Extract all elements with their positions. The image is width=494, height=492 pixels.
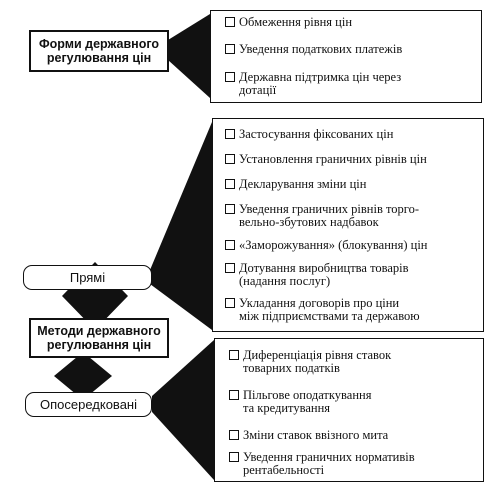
checkbox-icon [225,204,235,214]
checkbox-icon [229,350,239,360]
direct-label-box: Прямі [23,265,152,290]
indirect-connector [152,340,214,480]
diamond-lower [54,352,112,400]
checkbox-icon [225,17,235,27]
checkbox-icon [229,430,239,440]
list-item: Уведення податкових платежів [225,43,475,56]
list-item: Зміни ставок ввізного мита [229,429,479,442]
methods-title: Методи державного регулювання цін [37,324,161,352]
list-item: Дотування виробництва товарів (надання п… [225,262,480,288]
list-item: Застосування фіксованих цін [225,128,480,141]
forms-title-box: Форми державного регулювання цін [29,30,169,72]
forms-connector [168,14,210,98]
list-item: Обмеження рівня цін [225,16,475,29]
list-item: Уведення граничних рівнів торго- вельно-… [225,203,480,229]
direct-list-box: Застосування фіксованих цін Установлення… [212,118,484,332]
checkbox-icon [225,263,235,273]
checkbox-icon [225,240,235,250]
checkbox-icon [229,452,239,462]
list-item: «Заморожування» (блокування) цін [225,239,480,252]
direct-label: Прямі [69,269,106,285]
list-item: Установлення граничних рівнів цін [225,153,480,166]
checkbox-icon [225,72,235,82]
methods-title-box: Методи державного регулювання цін [29,318,169,358]
checkbox-icon [225,44,235,54]
list-item: Уведення граничних нормативів рентабельн… [229,451,479,477]
indirect-list-box: Диференціація рівня ставок товарних пода… [214,338,484,482]
indirect-label: Опосередковані [40,396,137,412]
list-item: Укладання договорів про ціни між підприє… [225,297,480,323]
checkbox-icon [225,298,235,308]
list-item: Декларування зміни цін [225,178,480,191]
direct-connector [150,122,212,330]
list-item: Державна підтримка цін через дотації [225,71,475,97]
checkbox-icon [225,179,235,189]
indirect-label-box: Опосередковані [25,392,152,417]
forms-title: Форми державного регулювання цін [38,37,160,65]
list-item: Диференціація рівня ставок товарних пода… [229,349,479,375]
checkbox-icon [225,154,235,164]
checkbox-icon [229,390,239,400]
checkbox-icon [225,129,235,139]
list-item: Пільгове оподаткування та кредитування [229,389,479,415]
forms-list-box: Обмеження рівня цін Уведення податкових … [210,10,482,103]
